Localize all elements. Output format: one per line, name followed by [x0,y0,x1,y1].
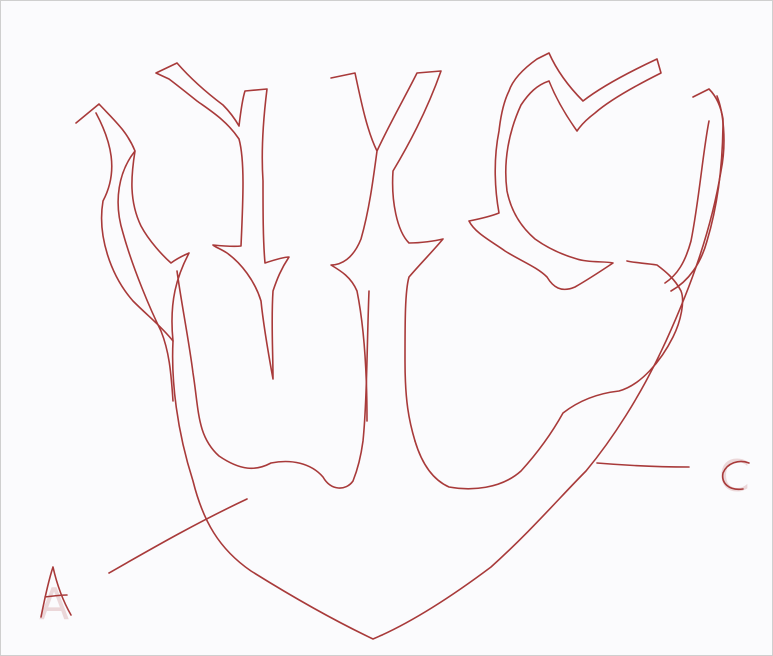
right-vessel [469,53,661,289]
central-vessel [331,71,443,441]
label-c: C [719,451,750,502]
hook-vessel [665,89,723,291]
outer-contour [96,96,724,639]
pointer-line-c [597,463,689,467]
right-chamber [415,261,683,489]
pointer-line-a [109,499,247,573]
label-a: A [39,579,69,630]
fork-vessel-left [156,63,289,379]
